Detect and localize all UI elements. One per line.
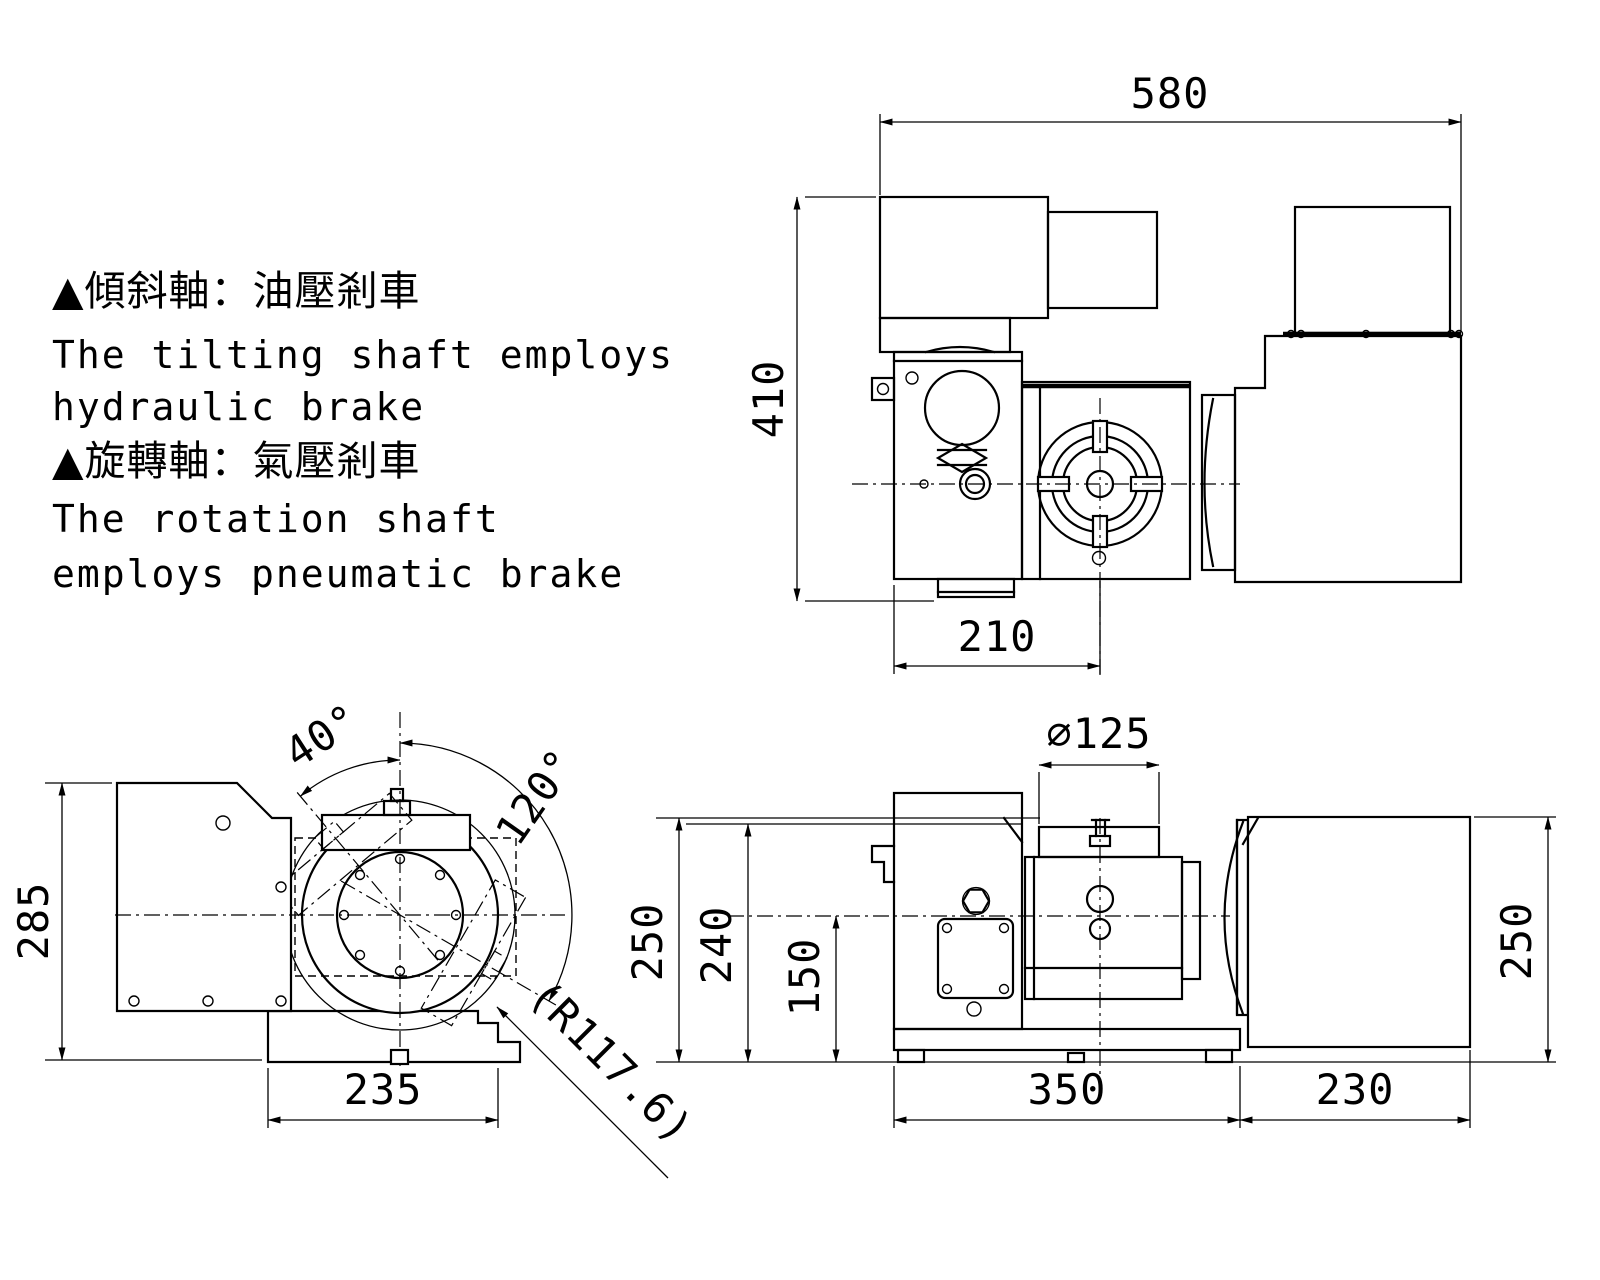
dim-front-height-overall: 250 [623,817,1040,1063]
note-rot-en-2: employs pneumatic brake [52,552,624,596]
dim-angle-ccw-label: 40° [276,694,369,778]
dim-top-offset-label: 210 [958,612,1037,661]
dim-front-height-motor: 250 [1474,816,1556,1063]
dim-side-height: 285 [9,782,262,1061]
dim-front-height-motor-label: 250 [1492,902,1541,981]
front-view-base [892,1027,1242,1064]
front-view-housing [870,791,1024,1031]
dim-table-diameter-label: ∅125 [1046,709,1151,758]
dim-front-body-width: 350 [893,1065,1241,1128]
top-view-rotary-table-face [1020,380,1237,581]
dim-front-height-overall-label: 250 [623,903,672,982]
note-tilt-en-1: The tilting shaft employs [52,333,674,377]
dim-top-width-label: 580 [1131,69,1210,118]
side-view-platform [320,787,472,852]
top-view-centerlines [852,398,1240,676]
dim-front-center-height-label: 150 [780,938,829,1017]
note-tilt-zh: ▲傾斜軸：油壓剎車 [52,267,421,315]
dim-swing-radius: (R117.6) [496,970,703,1179]
notes-block: ▲傾斜軸：油壓剎車 The tilting shaft employs hydr… [52,267,674,596]
side-view: 40° 120° (R117.6) 285 235 [9,694,703,1179]
dim-top-depth: 410 [744,196,934,602]
note-rot-zh: ▲旋轉軸：氣壓剎車 [52,437,421,485]
dim-front-height-body-label: 240 [692,906,741,985]
front-view-centerlines [728,818,1230,1075]
dim-top-depth-label: 410 [744,360,793,439]
top-view-motor-block [878,195,1159,354]
dim-side-height-label: 285 [9,882,58,961]
front-view-table-column [1023,818,1245,1016]
dim-table-diameter: ∅125 [1038,709,1160,824]
dim-front-motor-width: 230 [1239,1050,1471,1128]
dim-side-base-width: 235 [267,1065,499,1128]
dim-front-body-width-label: 350 [1028,1065,1107,1114]
top-view-housing [870,345,1024,599]
dim-front-center-height: 150 [780,915,840,1063]
note-rot-en-1: The rotation shaft [52,497,500,541]
dim-front-height-body: 240 [686,823,1022,1063]
dim-angle-cw-label: 120° [486,740,586,854]
top-view-right-block [1233,205,1464,584]
front-view: ∅125 250 240 150 250 350 [623,709,1556,1128]
top-view: 580 410 210 [744,69,1464,676]
side-view-base [266,1009,522,1064]
dim-top-offset: 210 [893,581,1101,674]
dim-front-motor-width-label: 230 [1316,1065,1395,1114]
note-tilt-en-2: hydraulic brake [52,385,425,429]
dim-top-width: 580 [879,69,1462,332]
side-view-housing [115,781,293,1013]
dim-side-base-width-label: 235 [344,1065,423,1114]
front-view-motor-box [1235,815,1472,1049]
